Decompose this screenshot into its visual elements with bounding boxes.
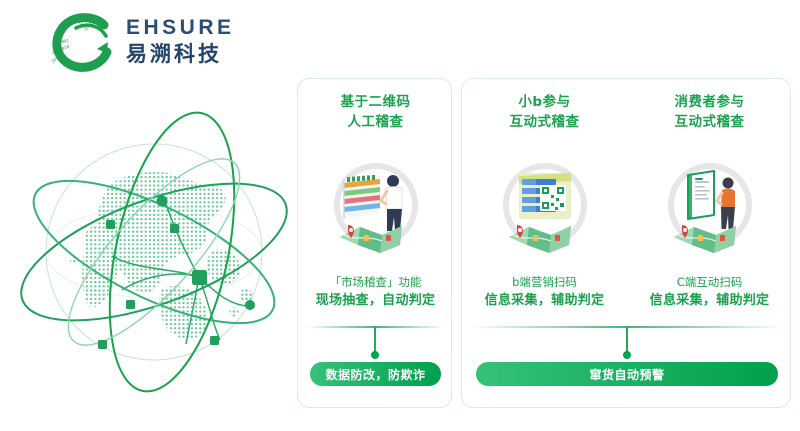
svg-text:101001: 101001 — [54, 38, 70, 45]
qr-code-card-with-map-pins-icon — [493, 157, 597, 261]
svg-text:0110010: 0110010 — [52, 44, 71, 55]
panel-title-line-2: 互动式稽查 — [509, 113, 580, 130]
illustration-wrap — [462, 157, 627, 267]
panel-caption: C端互动扫码 信息采集，辅助判定 — [627, 274, 792, 311]
panel-caption-line-1: b端营销扫码 — [512, 275, 577, 289]
card-interactive-inspection[interactable]: 小b参与 互动式稽查 — [461, 78, 791, 408]
dotted-world-globe-icon — [14, 100, 294, 400]
svg-text:10110: 10110 — [85, 16, 96, 30]
panel-consumer-interactive: 消费者参与 互动式稽查 — [627, 79, 792, 407]
connector-stem — [626, 327, 628, 355]
connector-dot — [623, 351, 631, 359]
brand-name-cn: 易溯科技 — [126, 42, 222, 67]
shelf-inspection-person-with-map-pins-icon — [324, 157, 428, 261]
panel-caption: 「市场稽查」功能 现场抽查，自动判定 — [298, 274, 453, 311]
illustration-wrap — [298, 157, 453, 267]
phone-scan-person-with-map-pins-icon — [658, 157, 762, 261]
panel-title-line-1: 小b参与 — [518, 94, 571, 110]
panel-caption-line-2: 现场抽查，自动判定 — [315, 293, 436, 309]
panel-caption-line-2: 信息采集，辅助判定 — [484, 293, 605, 309]
brand-logo: 10101 0110010 101001 011001 10110 EHSURE… — [46, 12, 276, 74]
pill-data-tamper-proof[interactable]: 数据防改，防欺诈 — [310, 362, 441, 386]
panel-title: 消费者参与 互动式稽查 — [627, 93, 792, 132]
panel-caption: b端营销扫码 信息采集，辅助判定 — [462, 274, 627, 311]
brand-name-en: EHSURE — [126, 16, 235, 39]
panel-caption-line-2: 信息采集，辅助判定 — [649, 293, 770, 309]
connector-dot — [371, 351, 379, 359]
brand-wordmark: EHSURE 易溯科技 — [126, 16, 276, 67]
ehsure-swoosh-logo-icon: 10101 0110010 101001 011001 10110 — [46, 12, 124, 74]
illustration-wrap — [627, 157, 792, 267]
panel-title: 基于二维码 人工稽查 — [298, 93, 453, 132]
panel-caption-line-1: C端互动扫码 — [676, 275, 743, 289]
connector-stem — [374, 327, 376, 355]
panel-title: 小b参与 互动式稽查 — [462, 93, 627, 132]
panel-qr-manual-inspection: 基于二维码 人工稽查 — [298, 79, 453, 407]
card-manual-inspection[interactable]: 基于二维码 人工稽查 — [297, 78, 452, 408]
panel-title-line-2: 互动式稽查 — [674, 113, 745, 130]
panel-title-line-1: 消费者参与 — [674, 94, 745, 110]
panel-caption-line-1: 「市场稽查」功能 — [329, 275, 422, 289]
pill-diversion-alert[interactable]: 窜货自动预警 — [476, 362, 778, 386]
panel-title-line-2: 人工稽查 — [347, 113, 404, 130]
panel-small-b-interactive: 小b参与 互动式稽查 — [462, 79, 627, 407]
panel-title-line-1: 基于二维码 — [340, 94, 411, 110]
